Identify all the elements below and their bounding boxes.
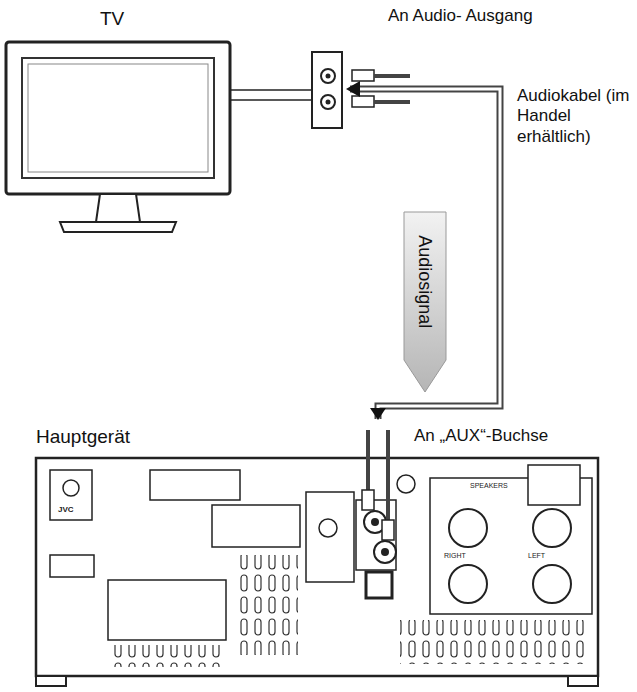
main-unit-rear [36, 430, 598, 686]
panel-marking: SPEAKERS [470, 482, 508, 489]
device-label: Hauptgerät [36, 426, 130, 448]
tv-illustration [6, 42, 312, 232]
callout-label: An Audio- Ausgang [388, 6, 533, 26]
device-label: TV [100, 8, 124, 30]
panel-marking: JVC [58, 506, 74, 514]
signal-label: Audiosignal [414, 235, 436, 328]
callout-label: An „AUX“-Buchse [414, 426, 548, 446]
main-unit: Hauptgerät [30, 420, 604, 688]
signal-arrow [404, 212, 446, 392]
audio-cable [346, 81, 500, 420]
panel-marking: LEFT [528, 552, 545, 559]
callout-label: Audiokabel (im Handel erhältlich) [517, 86, 635, 147]
panel-marking: RIGHT [444, 552, 466, 559]
tv-device: TV [4, 4, 346, 244]
